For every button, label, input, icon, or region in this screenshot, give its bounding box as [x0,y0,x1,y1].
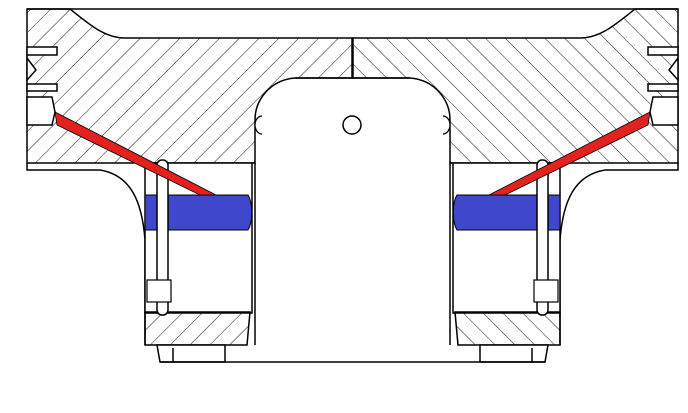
oil-hole [342,115,362,135]
